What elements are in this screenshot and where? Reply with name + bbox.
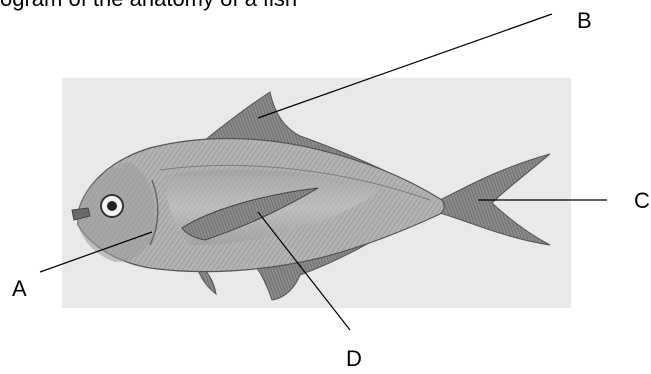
label-c: C (634, 190, 650, 212)
label-a: A (12, 278, 27, 300)
pupil (107, 201, 117, 211)
label-d: D (346, 348, 362, 370)
label-b: B (577, 10, 592, 32)
